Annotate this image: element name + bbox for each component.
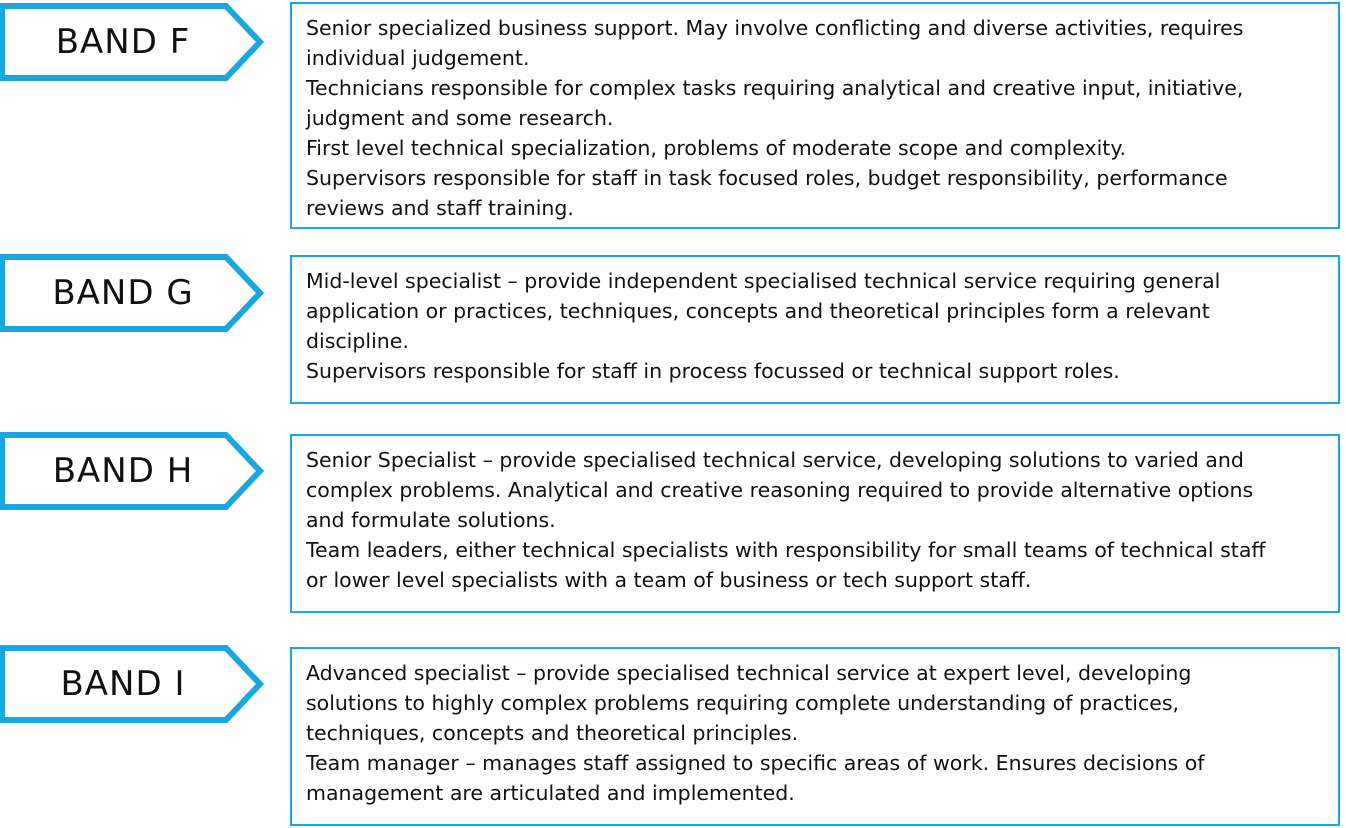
description-line: and formulate solutions. (306, 508, 556, 532)
chevron-arrow-shape (0, 3, 265, 81)
description-line: or lower level specialists with a team o… (306, 568, 1032, 592)
band-arrow-label: BAND F (0, 2, 266, 82)
description-line: complex problems. Analytical and creativ… (306, 478, 1254, 502)
band-label-text: BAND I (60, 664, 186, 704)
description-line: individual judgement. (306, 46, 530, 70)
description-line: techniques, concepts and theoretical pri… (306, 721, 799, 745)
band-label-text: BAND G (52, 273, 194, 313)
description-line: Supervisors responsible for staff in tas… (306, 166, 1228, 190)
band-label-text: BAND F (55, 22, 191, 62)
description-line: Team leaders, either technical specialis… (306, 538, 1266, 562)
band-label-text: BAND H (52, 451, 194, 491)
chevron-arrow-shape (0, 254, 265, 332)
description-line: reviews and staff training. (306, 196, 574, 220)
description-line: management are articulated and implement… (306, 781, 795, 805)
description-line: Supervisors responsible for staff in pro… (306, 359, 1120, 383)
band-arrow-label: BAND H (0, 431, 266, 511)
description-line: Advanced specialist – provide specialise… (306, 661, 1192, 685)
band-description-box: Senior Specialist – provide specialised … (290, 434, 1340, 613)
description-line: First level technical specialization, pr… (306, 136, 1127, 160)
description-line: Senior specialized business support. May… (306, 16, 1244, 40)
description-line: Team manager – manages staff assigned to… (306, 751, 1205, 775)
chevron-arrow-shape (0, 432, 265, 510)
description-line: Technicians responsible for complex task… (306, 76, 1244, 100)
band-arrow-label: BAND G (0, 253, 266, 333)
band-description-box: Advanced specialist – provide specialise… (290, 647, 1340, 826)
description-line: judgment and some research. (306, 106, 614, 130)
description-line: Mid-level specialist – provide independe… (306, 269, 1221, 293)
description-line: Senior Specialist – provide specialised … (306, 448, 1244, 472)
band-description-box: Senior specialized business support. May… (290, 2, 1340, 229)
band-description-box: Mid-level specialist – provide independe… (290, 255, 1340, 404)
description-line: solutions to highly complex problems req… (306, 691, 1180, 715)
description-line: discipline. (306, 329, 409, 353)
band-arrow-label: BAND I (0, 644, 266, 724)
description-line: application or practices, techniques, co… (306, 299, 1210, 323)
chevron-arrow-shape (0, 645, 265, 723)
